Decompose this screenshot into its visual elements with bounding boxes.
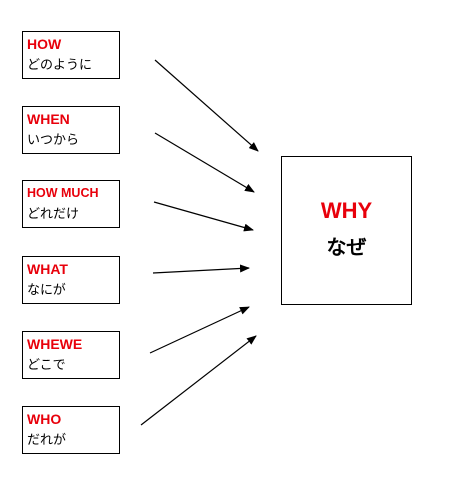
why-keyword: WHY xyxy=(320,198,373,223)
question-japanese: どこで xyxy=(27,358,66,373)
question-keyword: HOW MUCH xyxy=(27,186,99,200)
question-japanese: なにが xyxy=(27,283,66,298)
question-box-how-much: HOW MUCH どれだけ xyxy=(22,180,120,228)
question-keyword: HOW xyxy=(27,36,62,52)
question-box-who: WHO だれが xyxy=(22,406,120,454)
question-keyword: WHEWE xyxy=(27,336,83,352)
question-japanese: どれだけ xyxy=(27,207,80,222)
question-japanese: いつから xyxy=(27,133,80,148)
arrow-when xyxy=(154,132,255,193)
arrow-what xyxy=(152,264,250,274)
question-box-where: WHEWE どこで xyxy=(22,331,120,379)
question-keyword: WHEN xyxy=(27,111,70,127)
why-japanese: なぜ xyxy=(326,235,367,259)
question-japanese: どのように xyxy=(27,58,93,73)
arrow-where xyxy=(149,306,250,354)
why-box: WHY なぜ xyxy=(281,156,412,305)
question-box-how: HOW どのように xyxy=(22,31,120,79)
arrow-how-much xyxy=(153,201,254,232)
arrow-how xyxy=(154,59,259,152)
question-japanese: だれが xyxy=(27,433,67,448)
question-box-when: WHEN いつから xyxy=(22,106,120,154)
question-keyword: WHO xyxy=(27,411,62,427)
question-keyword: WHAT xyxy=(27,261,68,277)
arrow-who xyxy=(140,335,257,426)
question-box-what: WHAT なにが xyxy=(22,256,120,304)
